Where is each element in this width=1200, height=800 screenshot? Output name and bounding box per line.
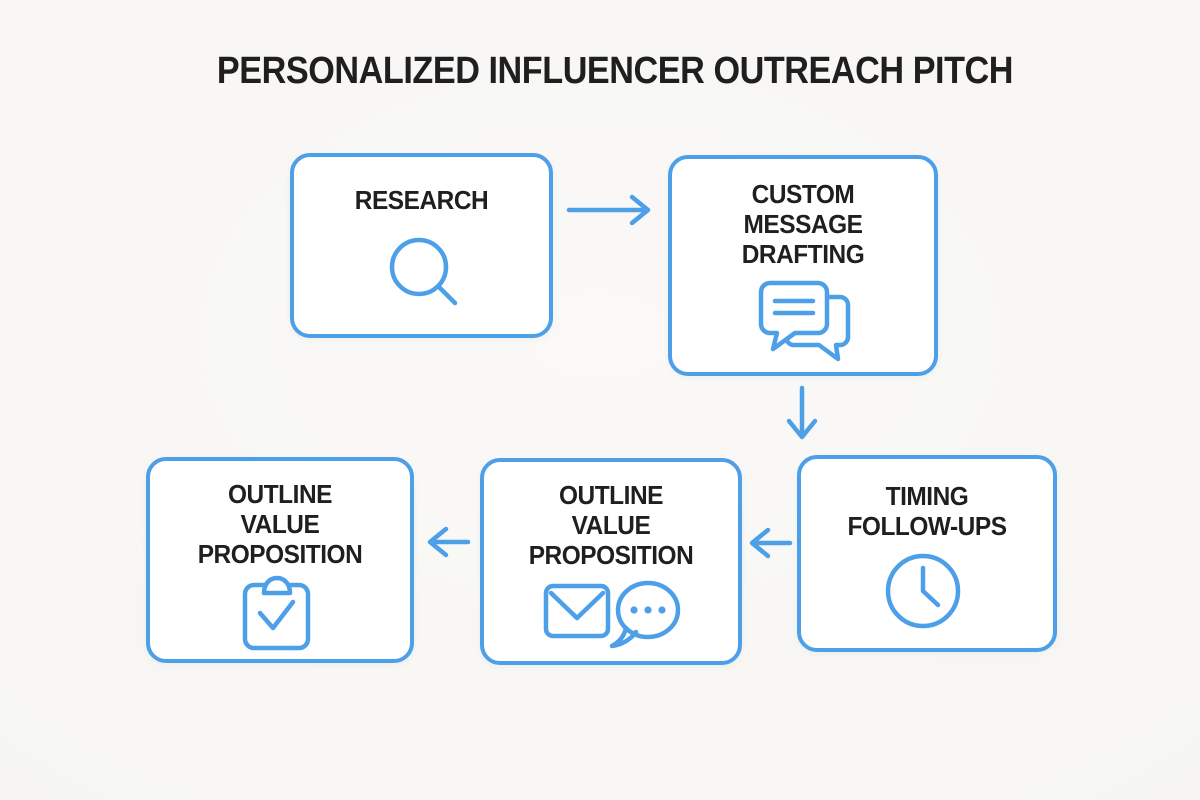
search-icon	[389, 237, 458, 306]
node-custom-message-drafting-label: CUSTOM MESSAGE DRAFTING	[741, 179, 865, 269]
mail-icon	[543, 583, 611, 639]
node-timing-follow-ups-label: TIMING FOLLOW-UPS	[847, 481, 1007, 541]
arrow-research-to-drafting	[566, 194, 651, 226]
node-outline-value-proposition-mail-label: OUTLINE VALUE PROPOSITION	[528, 480, 694, 570]
node-outline-value-proposition-clipboard: OUTLINE VALUE PROPOSITION	[146, 457, 414, 663]
node-timing-follow-ups: TIMING FOLLOW-UPS	[797, 455, 1057, 652]
arrow-value-mail-to-value-clipboard	[427, 526, 471, 558]
page-title: PERSONALIZED INFLUENCER OUTREACH PITCH	[216, 50, 1014, 92]
node-custom-message-drafting: CUSTOM MESSAGE DRAFTING	[668, 155, 938, 376]
mail-and-speech-icons	[543, 580, 681, 649]
node-outline-value-proposition-mail: OUTLINE VALUE PROPOSITION	[480, 458, 742, 665]
arrow-timing-to-value-mail	[749, 527, 793, 559]
speech-dots-icon	[609, 580, 681, 649]
arrow-drafting-to-timing	[786, 385, 818, 440]
clock-icon	[885, 553, 961, 629]
chat-bubbles-icon	[758, 280, 851, 362]
node-research: RESEARCH	[290, 153, 553, 338]
node-research-label: RESEARCH	[354, 185, 489, 215]
clipboard-check-icon	[242, 575, 311, 651]
node-outline-value-proposition-clipboard-label: OUTLINE VALUE PROPOSITION	[197, 479, 363, 569]
